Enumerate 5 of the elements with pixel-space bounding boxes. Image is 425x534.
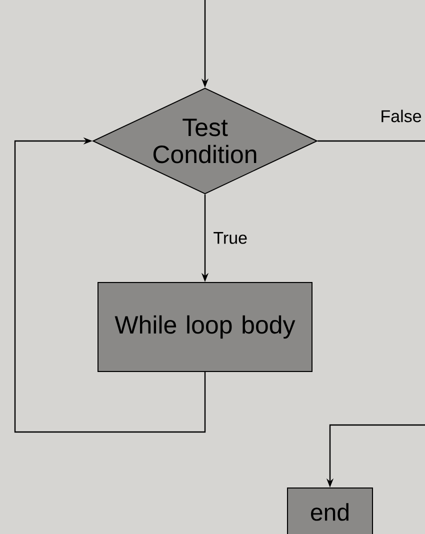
process-box: end: [287, 488, 373, 534]
edge-label: False: [379, 108, 423, 124]
process-box: While loop body: [98, 282, 312, 372]
arrow: [14, 137, 206, 433]
edge-label: True: [212, 231, 249, 245]
